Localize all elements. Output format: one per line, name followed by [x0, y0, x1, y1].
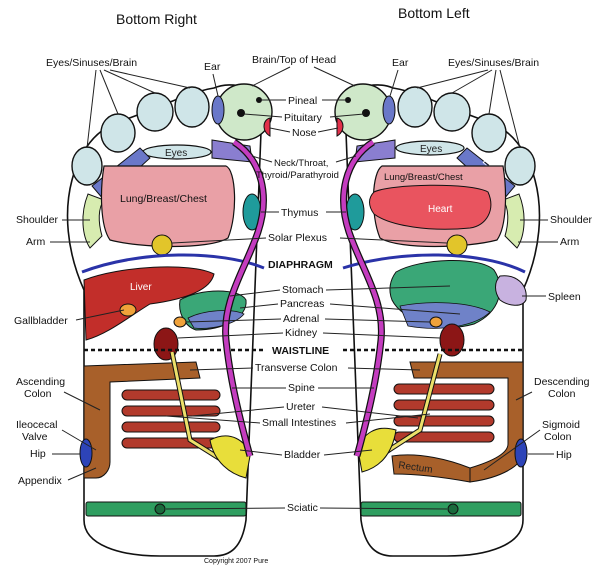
right-sciatic-dot	[155, 504, 165, 514]
label-brain-top-head: Brain/Top of Head	[252, 54, 336, 66]
label-sigmoid-colon: Colon	[544, 431, 572, 443]
left-solar-plexus	[447, 235, 467, 255]
label-gallbladder: Gallbladder	[14, 315, 68, 327]
label-arm-left: Arm	[560, 236, 580, 248]
title-bottom-right: Bottom Right	[116, 11, 197, 27]
label-shoulder-left: Shoulder	[550, 214, 593, 226]
left-lung-text: Lung/Breast/Chest	[384, 172, 463, 183]
label-arm-right: Arm	[26, 236, 46, 248]
copyright-text: Copyright 2007 Pure	[204, 558, 268, 565]
left-heart-text: Heart	[428, 204, 453, 215]
right-toe-2	[101, 114, 135, 152]
left-pituitary-dot	[362, 109, 370, 117]
left-toe-2	[472, 114, 506, 152]
label-adrenal: Adrenal	[283, 313, 319, 325]
label-sigmoid: Sigmoid	[542, 419, 580, 431]
label-ear-left: Ear	[392, 57, 409, 69]
label-ureter: Ureter	[286, 401, 316, 413]
label-solar-plexus: Solar Plexus	[268, 232, 327, 244]
right-toe-4	[175, 87, 209, 127]
right-solar-plexus	[152, 235, 172, 255]
label-small-intestines: Small Intestines	[262, 417, 336, 429]
label-thyroid-parathyroid: Thyroid/Parathyroid	[256, 170, 339, 181]
label-waistline: WAISTLINE	[272, 345, 329, 357]
label-valve: Valve	[22, 431, 48, 443]
label-pituitary: Pituitary	[284, 112, 323, 124]
label-thymus: Thymus	[281, 207, 318, 219]
left-adrenal-zone	[430, 317, 442, 327]
label-pineal: Pineal	[288, 95, 317, 107]
title-bottom-left: Bottom Left	[398, 5, 470, 21]
right-hip-zone	[80, 439, 92, 467]
label-spleen: Spleen	[548, 291, 581, 303]
label-shoulder-right: Shoulder	[16, 214, 59, 226]
label-ascending: Ascending	[16, 376, 65, 388]
right-eyes-text: Eyes	[165, 148, 187, 159]
left-eyes-text: Eyes	[420, 144, 442, 155]
label-kidney: Kidney	[285, 327, 318, 339]
label-descending: Descending	[534, 376, 590, 388]
label-sciatic: Sciatic	[287, 502, 318, 514]
label-transverse-colon: Transverse Colon	[255, 362, 338, 374]
right-toe-3	[137, 93, 173, 131]
label-diaphragm: DIAPHRAGM	[268, 259, 333, 271]
right-lung-text: Lung/Breast/Chest	[120, 193, 207, 205]
left-sciatic-dot	[448, 504, 458, 514]
label-hip-left: Hip	[556, 449, 572, 461]
label-eyes-sinuses-brain-right: Eyes/Sinuses/Brain	[46, 57, 137, 69]
right-toe-1	[72, 147, 102, 185]
left-toe-3	[434, 93, 470, 131]
label-neck-throat: Neck/Throat,	[274, 158, 328, 169]
right-adrenal-zone	[174, 317, 186, 327]
label-eyes-sinuses-brain-left: Eyes/Sinuses/Brain	[448, 57, 539, 69]
right-pituitary-dot	[237, 109, 245, 117]
right-ear-zone	[212, 96, 224, 124]
label-colon-right: Colon	[24, 388, 52, 400]
label-ear-right: Ear	[204, 61, 221, 73]
label-hip-right: Hip	[30, 448, 46, 460]
label-nose: Nose	[292, 127, 317, 139]
label-ileocecal: Ileocecal	[16, 419, 57, 431]
label-spine: Spine	[288, 382, 315, 394]
label-stomach: Stomach	[282, 284, 324, 296]
label-pancreas: Pancreas	[280, 298, 324, 310]
left-ear-zone	[383, 96, 395, 124]
left-toe-4	[398, 87, 432, 127]
right-lung-zone	[102, 166, 235, 247]
left-toe-1	[505, 147, 535, 185]
right-liver-text: Liver	[130, 282, 152, 293]
label-appendix: Appendix	[18, 475, 63, 487]
label-colon-left: Colon	[548, 388, 576, 400]
label-bladder: Bladder	[284, 449, 321, 461]
